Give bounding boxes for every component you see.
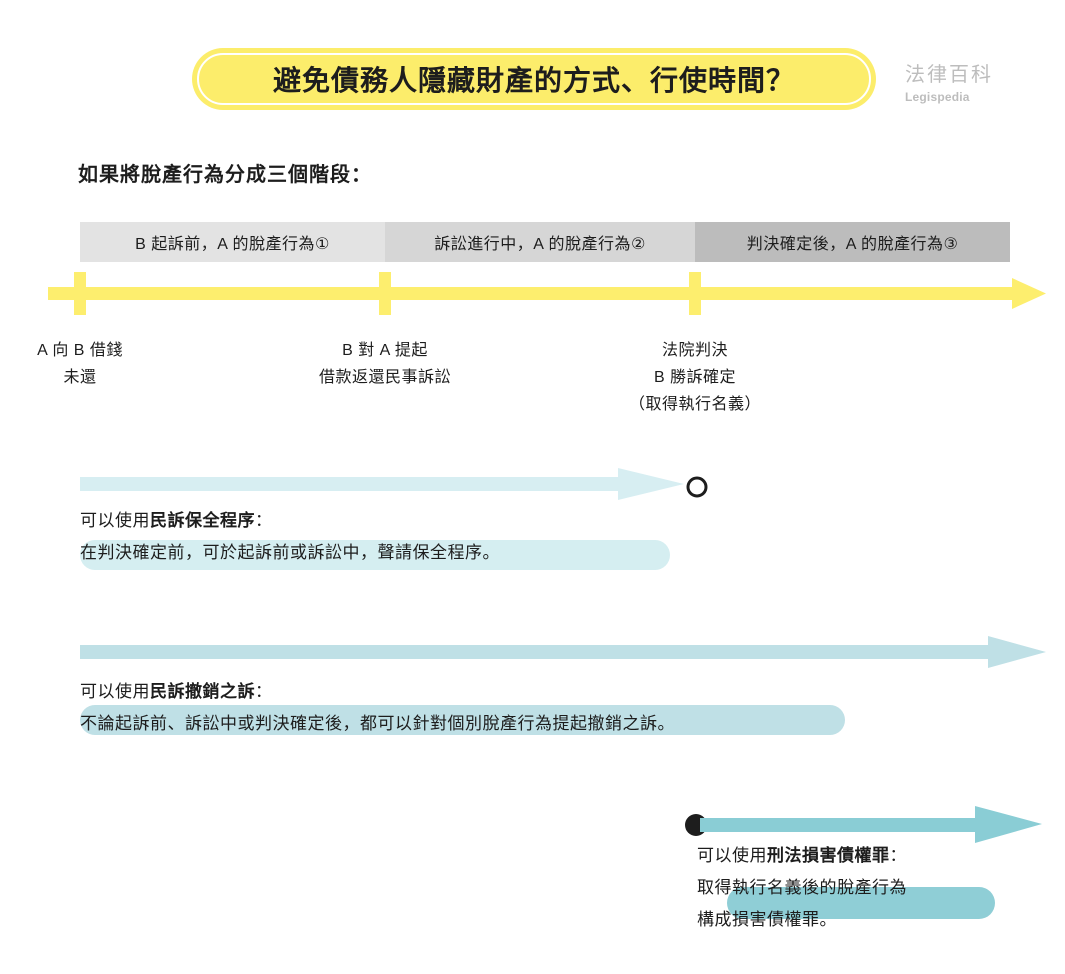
measure-1-detail: 在判決確定前，可於起訴前或訴訟中，聲請保全程序。 [80,543,500,562]
timeline-point-label-1: A 向 B 借錢 未還 [0,337,160,391]
measure-3-detail-line-1: 取得執行名義後的脫產行為 [697,878,907,897]
timeline-axis [48,272,1046,315]
measure-2-detail: 不論起訴前、訴訟中或判決確定後，都可以針對個別脫產行為提起撤銷之訴。 [80,714,675,733]
title-pill: 避免債務人隱藏財產的方式、行使時間？ [192,48,876,110]
measure-3-text: 可以使用刑法損害債權罪： 取得執行名義後的脫產行為 構成損害債權罪。 [697,840,907,936]
measure-3-lead-in: 可以使用 [697,846,767,865]
stage-bar: B 起訴前，A 的脫產行為① 訴訟進行中，A 的脫產行為② 判決確定後，A 的脫… [80,222,1010,262]
measure-2-term: 民訴撤銷之訴 [150,682,255,701]
filled-circle-marker [685,814,707,836]
measure-2-arrow [80,636,1046,668]
brand-logo: 法律百科 Legispedia [905,62,1055,106]
measure-3-highlight [727,887,995,919]
timeline-point-label-3: 法院判決 B 勝訴確定 （取得執行名義） [575,337,815,418]
measure-1-lead-in: 可以使用 [80,511,150,530]
brand-name-cn: 法律百科 [905,64,993,86]
measure-1-text: 可以使用民訴保全程序： 在判決確定前，可於起訴前或訴訟中，聲請保全程序。 [80,505,500,569]
subheading: 如果將脫產行為分成三個階段： [78,164,372,186]
measure-3-heading: 可以使用刑法損害債權罪： [697,840,907,872]
timeline-point-2-line-2: 借款返還民事訴訟 [318,369,451,386]
measure-3-detail-line-2: 構成損害債權罪。 [697,910,837,929]
measure-2-lead-in: 可以使用 [80,682,150,701]
measure-2-colon: ： [255,682,273,701]
timeline-tick-3 [689,272,701,315]
header: 避免債務人隱藏財產的方式、行使時間？ 法律百科 Legispedia [0,0,1065,150]
stage-segment-2: 訴訟進行中，A 的脫產行為② [385,222,695,262]
timeline-point-3-line-1: 法院判決 [661,342,728,359]
measure-1-heading: 可以使用民訴保全程序： [80,505,500,537]
measure-1-term: 民訴保全程序 [150,511,255,530]
timeline-point-1-line-1: A 向 B 借錢 [37,342,123,359]
measure-1-arrow [80,468,708,500]
hollow-circle-marker [686,476,708,498]
measure-1-colon: ： [255,511,273,530]
measure-2-text: 可以使用民訴撤銷之訴： 不論起訴前、訴訟中或判決確定後，都可以針對個別脫產行為提… [80,676,675,740]
timeline-point-3-line-2: B 勝訴確定 [653,369,737,386]
timeline-point-2-line-1: B 對 A 提起 [342,342,428,359]
timeline-tick-1 [74,272,86,315]
stage-segment-3: 判決確定後，A 的脫產行為③ [695,222,1010,262]
measure-2-heading: 可以使用民訴撤銷之訴： [80,676,675,708]
measure-3-colon: ： [889,846,907,865]
measure-3-arrow [685,806,1042,843]
timeline-point-3-line-3: （取得執行名義） [628,396,761,413]
measure-1-highlight [80,540,670,570]
timeline-point-1-line-2: 未還 [63,369,97,386]
stage-segment-1: B 起訴前，A 的脫產行為① [80,222,385,262]
timeline-tick-2 [379,272,391,315]
brand-name-en: Legispedia [905,90,970,104]
measure-2-highlight [80,705,845,735]
page-title: 避免債務人隱藏財產的方式、行使時間？ [272,65,795,96]
timeline-point-label-2: B 對 A 提起 借款返還民事訴訟 [265,337,505,391]
measure-3-term: 刑法損害債權罪 [767,846,890,865]
